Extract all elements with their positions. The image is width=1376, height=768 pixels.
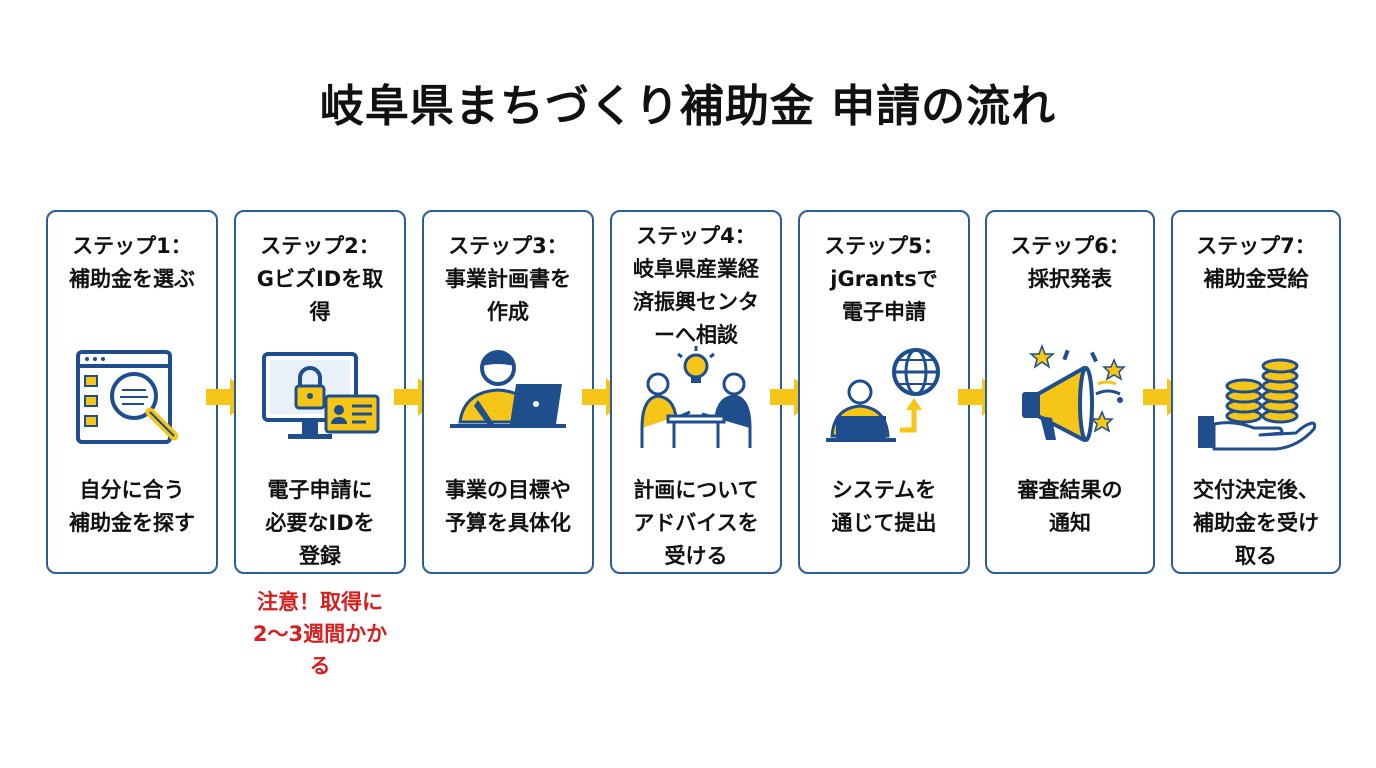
megaphone-confetti-icon <box>1022 344 1126 442</box>
step-card-7: ステップ7： 補助金受給 交付決定後、 補助金を受け 取る <box>1171 210 1341 574</box>
step-description: システムを 通じて提出 <box>831 478 937 535</box>
step-card-5: ステップ5： jGrantsで 電子申請 システムを 通じて提出 <box>798 210 970 574</box>
search-document-icon <box>76 350 179 444</box>
step-description: 自分に合う 補助金を探す <box>69 478 195 535</box>
step-title: ステップ2： GビズIDを取 得 <box>256 234 384 324</box>
step-description: 審査結果の 通知 <box>1017 478 1123 535</box>
step-title: ステップ5： jGrantsで 電子申請 <box>824 234 944 324</box>
step-title: ステップ7： 補助金受給 <box>1196 234 1316 291</box>
person-laptop-writing-icon <box>450 350 566 428</box>
step-title: ステップ4： 岐阜県産業経 済振興センタ ーへ相談 <box>633 224 759 347</box>
step-title: ステップ6： 採択発表 <box>1010 234 1130 291</box>
step-card-4: ステップ4： 岐阜県産業経 済振興センタ ーへ相談 計画について アドバイスを … <box>610 210 782 574</box>
step-title: ステップ3： 事業計画書を 作成 <box>445 234 571 324</box>
step-description: 計画について アドバイスを 受ける <box>633 478 759 568</box>
consultation-lightbulb-icon <box>640 346 752 448</box>
page-title: 岐阜県まちづくり補助金 申請の流れ <box>319 81 1057 132</box>
step-title: ステップ1： 補助金を選ぶ <box>69 234 195 291</box>
step-description: 電子申請に 必要なIDを 登録 <box>265 478 375 568</box>
step-description: 事業の目標や 予算を具体化 <box>445 478 571 535</box>
step-card-2: ステップ2： GビズIDを取 得 電子申請に 必要なIDを 登録 <box>234 210 406 574</box>
hand-coins-icon <box>1198 358 1317 451</box>
step-card-3: ステップ3： 事業計画書を 作成 事業の目標や 予算を具体化 <box>422 210 594 574</box>
monitor-lock-id-card-icon <box>262 352 380 439</box>
person-laptop-globe-icon <box>826 348 940 442</box>
step-description: 交付決定後、 補助金を受け 取る <box>1193 478 1319 568</box>
step-card-6: ステップ6： 採択発表 審査結果の 通知 <box>985 210 1155 574</box>
warning-note: 注意！取得に 2〜3週間かか る <box>252 590 388 678</box>
step-card-1: ステップ1： 補助金を選ぶ 自分に合う 補助金を探す <box>46 210 218 574</box>
